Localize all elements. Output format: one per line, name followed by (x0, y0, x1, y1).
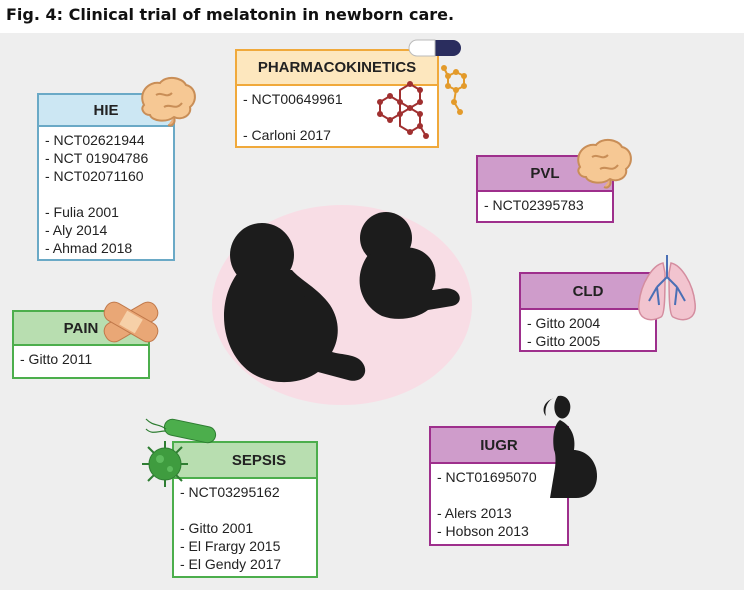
list-item: - Gitto 2011 (20, 351, 93, 367)
list-item: - Aly 2014 (45, 222, 108, 238)
iugr-box: IUGR - NCT01695070 - Alers 2013 - Hobson… (429, 426, 569, 546)
hie-list: - NCT02621944 - NCT 01904786 - NCT020711… (39, 127, 173, 257)
list-spacer (180, 501, 316, 519)
list-item: - Gitto 2005 (527, 333, 601, 349)
list-spacer (45, 185, 173, 203)
list-item: - Alers 2013 (437, 505, 512, 521)
list-item: - NCT00649961 (243, 91, 343, 107)
cld-box: CLD - Gitto 2004 - Gitto 2005 (519, 272, 657, 352)
list-item: - El Frargy 2015 (180, 538, 281, 554)
iugr-list: - NCT01695070 - Alers 2013 - Hobson 2013 (431, 464, 567, 540)
brain-icon (577, 139, 632, 189)
sepsis-list: - NCT03295162 - Gitto 2001 - El Frargy 2… (174, 479, 316, 573)
list-item: - Fulia 2001 (45, 204, 119, 220)
list-item: - Ahmad 2018 (45, 240, 133, 256)
sepsis-header: SEPSIS (174, 443, 316, 479)
cld-list: - Gitto 2004 - Gitto 2005 (521, 310, 655, 350)
list-item: - Gitto 2004 (527, 315, 601, 331)
pharmacokinetics-header: PHARMACOKINETICS (237, 51, 437, 86)
fetus-icon (223, 223, 366, 383)
pharmacokinetics-box: PHARMACOKINETICS - NCT00649961 - Carloni… (235, 49, 439, 148)
list-item: - NCT02071160 (45, 168, 144, 184)
virus-icon (142, 441, 188, 487)
molecule-icon (377, 65, 467, 139)
figure-title: Fig. 4: Clinical trial of melatonin in n… (6, 5, 455, 24)
cld-header: CLD (521, 274, 655, 310)
list-item: - Carloni 2017 (243, 127, 331, 143)
pregnant-woman-icon (543, 395, 598, 498)
lungs-icon (638, 255, 696, 321)
bacterium-icon (145, 418, 217, 444)
pvl-list: - NCT02395783 (478, 192, 612, 214)
fetus-icon (359, 212, 460, 319)
pain-list: - Gitto 2011 (14, 346, 148, 368)
sepsis-box: SEPSIS - NCT03295162 - Gitto 2001 - El F… (172, 441, 318, 578)
pill-icon (408, 39, 461, 57)
hie-box: HIE - NCT02621944 - NCT 01904786 - NCT02… (37, 93, 175, 261)
list-item: - El Gendy 2017 (180, 556, 282, 572)
list-item: - NCT 01904786 (45, 150, 149, 166)
list-item: - NCT02621944 (45, 132, 145, 148)
brain-icon (141, 77, 196, 127)
bandage-icon (103, 301, 159, 343)
list-item: - Hobson 2013 (437, 523, 529, 539)
list-item: - NCT03295162 (180, 484, 280, 500)
pharmacokinetics-list: - NCT00649961 - Carloni 2017 (237, 86, 437, 144)
iugr-header: IUGR (431, 428, 567, 464)
list-item: - NCT01695070 (437, 469, 537, 485)
list-item: - Gitto 2001 (180, 520, 254, 536)
list-item: - NCT02395783 (484, 197, 584, 213)
